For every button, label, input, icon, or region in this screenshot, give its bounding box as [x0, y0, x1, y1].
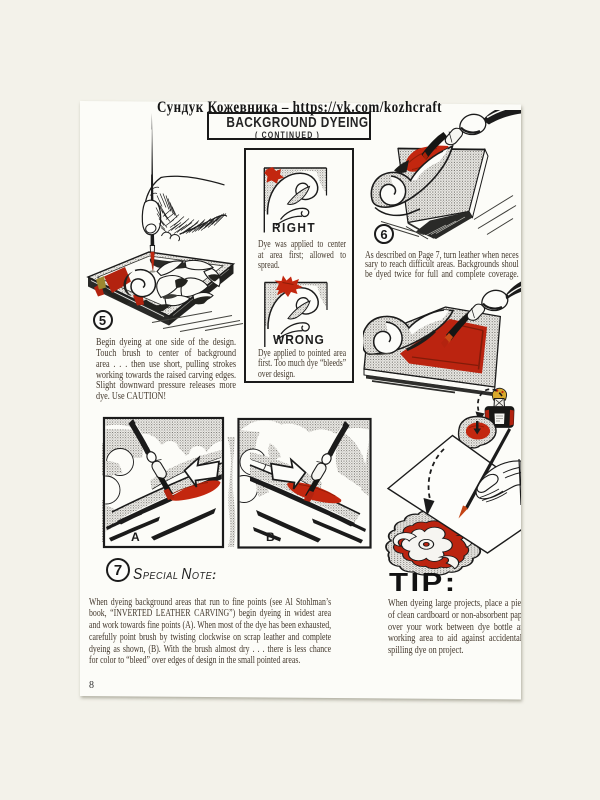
svg-text:A: A [131, 530, 140, 544]
svg-text:B: B [266, 530, 275, 544]
